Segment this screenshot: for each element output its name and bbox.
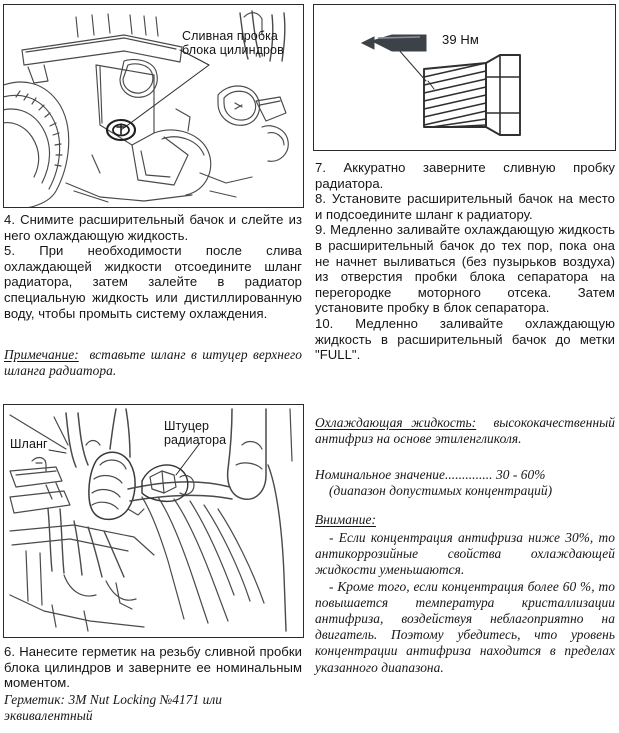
figure-label-torque-value: 39 Нм [442,32,479,47]
left-step-6: 6. Нанесите герметик на резьбу сливной п… [4,644,302,691]
left-sealant-block: Герметик: 3M Nut Locking №4171 или эквив… [4,692,302,724]
note-text: вставьте шланг в штуцер верхнего шланга … [4,347,303,379]
coolant-text: высококачественный антифриз на основе эт… [315,415,615,447]
sealant-heading: Герметик: [4,692,66,707]
nominal-value: 30 - 60% [495,467,546,482]
right-steps-7-10: 7. Аккуратно заверните сливную пробку ра… [315,160,615,363]
coolant-spec-block: Охлаждающая жидкость: высококачественный… [315,415,615,447]
step-9-text: 9. Медленно заливайте охлаждающую жидкос… [315,222,615,316]
warning-item-2: - Кроме того, если концентрация более 60… [315,578,615,675]
engine-block-line-art [4,10,289,207]
figure-radiator-hose: Шланг Штуцер радиатора [3,404,304,638]
nominal-label: Номинальное значение [315,467,445,482]
warning-item-1: - Если концентрация антифриза ниже 30%, … [315,530,615,578]
figure-torque-spec: 39 Нм [313,4,616,151]
radiator-hose-line-art [9,408,293,632]
warning-heading-block: Внимание: [315,512,615,528]
left-steps-4-5: 4. Снимите расширительный бачок и слейте… [4,212,302,321]
figure-label-hose: Шланг [10,437,48,451]
warning-heading: Внимание: [315,512,376,527]
step-5-text: 5. При необходимости после слива охлажда… [4,243,302,321]
note-heading: Примечание: [4,347,79,362]
figure-label-drain-plug: Сливная пробка блока цилиндров [182,29,284,57]
step-10-text: 10. Медленно заливайте охлаждающую жидко… [315,315,615,363]
drain-plug-bolt-line-art [360,34,521,136]
step-4-text: 4. Снимите расширительный бачок и слейте… [4,212,302,243]
left-note-block: Примечание: вставьте шланг в штуцер верх… [4,347,302,379]
figure-label-spigot: Штуцер радиатора [164,419,227,447]
torque-arrow-icon [360,34,427,52]
nominal-note: (диапазон допустимых концентраций) [329,483,553,499]
nominal-value-block: Номинальное значение.............. 30 - … [315,467,615,499]
step-6-text: 6. Нанесите герметик на резьбу сливной п… [4,644,302,691]
coolant-heading: Охлаждающая жидкость: [315,415,477,430]
warning-body-block: - Если концентрация антифриза ниже 30%, … [315,530,615,676]
sealant-text: 3M Nut Locking №4171 или эквивалентный [4,692,223,724]
step-8-text: 8. Установите расширительный бачок на ме… [315,191,615,222]
step-7-text: 7. Аккуратно заверните сливную пробку ра… [315,160,615,191]
figure-engine-drain-plug: Сливная пробка блока цилиндров [3,4,304,208]
nominal-dots: .............. [445,467,493,482]
